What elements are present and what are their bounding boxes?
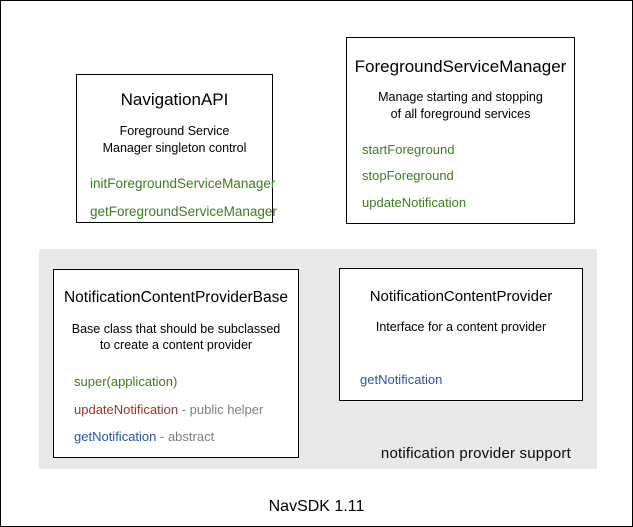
- box-notification-content-provider: NotificationContentProvider Interface fo…: [339, 268, 583, 401]
- method-init-foreground-service-manager: initForegroundServiceManager: [90, 175, 276, 192]
- description-line: Foreground Service: [119, 124, 230, 139]
- description-line: Base class that should be subclassed: [71, 321, 281, 336]
- method-update-notification: updateNotification - public helper: [74, 402, 298, 418]
- description-line: of all foreground services: [390, 106, 531, 121]
- method-stop-foreground: stopForeground: [362, 168, 574, 184]
- method-list: getNotification: [340, 372, 582, 388]
- box-description: Manage starting and stopping of all fore…: [347, 89, 574, 122]
- box-notification-content-provider-base: NotificationContentProviderBase Base cla…: [53, 269, 299, 458]
- box-title: NotificationContentProvider: [369, 288, 553, 305]
- method-get-notification: getNotification: [360, 372, 582, 388]
- box-navigation-api: NavigationAPI Foreground Service Manager…: [76, 74, 277, 223]
- method-name: getNotification: [74, 429, 157, 445]
- box-description: Base class that should be subclassed to …: [54, 321, 298, 354]
- method-name: updateNotification: [74, 401, 179, 417]
- method-list: startForeground stopForeground updateNot…: [347, 142, 574, 211]
- box-title: NotificationContentProviderBase: [63, 289, 288, 306]
- method-get-notification: getNotification - abstract: [74, 429, 298, 445]
- method-name: updateNotification: [362, 195, 467, 211]
- description-line: Manager singleton control: [102, 140, 247, 155]
- box-title: ForegroundServiceManager: [354, 57, 567, 76]
- box-foreground-service-manager: ForegroundServiceManager Manage starting…: [346, 37, 575, 224]
- group-label: notification provider support: [380, 445, 571, 462]
- box-title: NavigationAPI: [120, 90, 229, 109]
- method-name: super(application): [74, 374, 178, 390]
- method-get-foreground-service-manager: getForegroundServiceManager: [90, 204, 277, 220]
- method-super-application: super(application): [74, 374, 298, 390]
- method-name: startForeground: [362, 141, 455, 157]
- box-description: Foreground Service Manager singleton con…: [77, 123, 272, 156]
- method-list: super(application) updateNotification - …: [54, 374, 298, 445]
- method-name: getForegroundServiceManager: [90, 204, 277, 220]
- method-annotation: - public helper: [178, 401, 264, 417]
- method-start-foreground: startForeground: [362, 142, 574, 158]
- description-line: to create a content provider: [99, 337, 253, 352]
- method-name: initForegroundServiceManager: [90, 175, 276, 191]
- method-list: initForegroundServiceManager getForegrou…: [77, 175, 277, 220]
- box-description: Interface for a content provider: [340, 319, 582, 335]
- description-line: Manage starting and stopping: [378, 90, 543, 105]
- method-name: getNotification: [360, 372, 443, 388]
- method-annotation: - abstract: [156, 429, 215, 445]
- description-line: Interface for a content provider: [375, 320, 547, 334]
- diagram-caption: NavSDK 1.11: [268, 498, 365, 515]
- method-name: stopForeground: [362, 168, 454, 184]
- method-update-notification: updateNotification: [362, 195, 574, 211]
